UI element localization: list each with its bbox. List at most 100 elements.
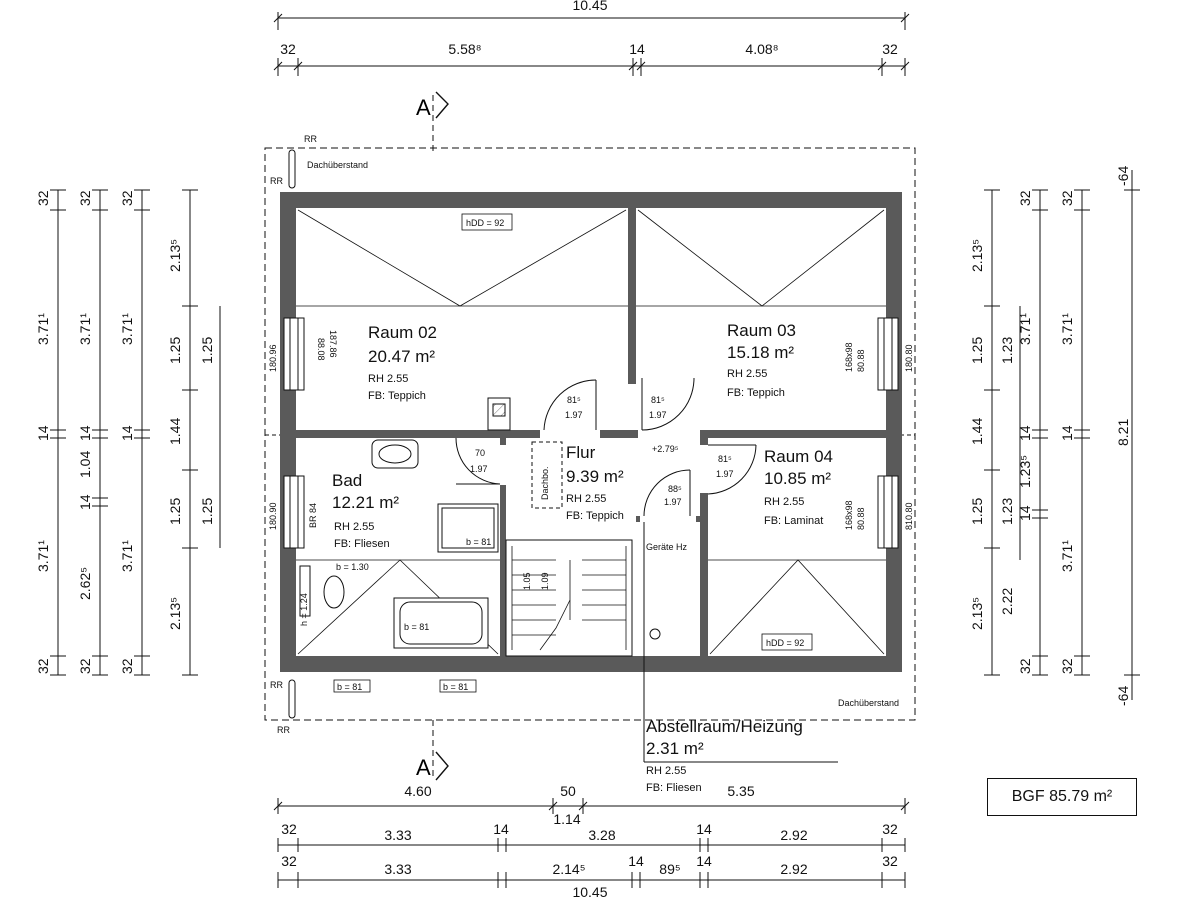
svg-text:FB: Teppich: FB: Teppich xyxy=(368,390,426,402)
svg-text:70: 70 xyxy=(475,448,485,458)
bathroom-fixtures xyxy=(299,397,661,649)
top-dim-2: 5.58⁸ xyxy=(448,41,481,57)
svg-text:14: 14 xyxy=(119,425,135,441)
room-abstellraum: Abstellraum/Heizung 2.31 m² RH 2.55 FB: … xyxy=(643,522,838,794)
bottom-dim-50: 50 xyxy=(560,783,576,799)
svg-text:BR 84: BR 84 xyxy=(308,503,318,528)
bottom-dim-114: 1.14 xyxy=(553,811,580,827)
svg-text:3.71¹: 3.71¹ xyxy=(119,313,135,345)
rr-label-1: RR xyxy=(304,134,317,144)
svg-text:b = 81: b = 81 xyxy=(466,537,491,547)
svg-text:A: A xyxy=(416,95,431,120)
svg-text:Dachbo.: Dachbo. xyxy=(540,466,550,500)
svg-text:b = 81: b = 81 xyxy=(404,622,429,632)
doors xyxy=(455,377,757,517)
svg-text:81⁵: 81⁵ xyxy=(567,395,581,405)
b2-dim-3: 14 xyxy=(493,821,509,837)
b3-dim-5: 89⁵ xyxy=(659,861,680,877)
svg-text:RH 2.55: RH 2.55 xyxy=(566,493,606,505)
svg-text:180.80: 180.80 xyxy=(904,344,914,372)
b2-dim-2: 3.33 xyxy=(384,827,411,843)
svg-text:Flur: Flur xyxy=(566,443,596,462)
top-total-dim: 10.45 xyxy=(572,0,607,13)
rr-label-2: RR xyxy=(270,176,283,186)
stair-well xyxy=(505,539,633,657)
plan-annotations: hDD = 92 hDD = 92 81⁵ 1.97 81⁵ 1.97 70 1… xyxy=(268,213,914,693)
svg-text:b = 81: b = 81 xyxy=(443,682,468,692)
windows xyxy=(283,317,899,549)
bottom-dim-535: 5.35 xyxy=(727,783,754,799)
svg-text:1.23: 1.23 xyxy=(999,337,1015,364)
overhang-label-top: Dachüberstand xyxy=(307,160,368,170)
roof-overhang-outline xyxy=(264,147,916,721)
svg-text:FB: Laminat: FB: Laminat xyxy=(764,515,823,527)
svg-text:3.71¹: 3.71¹ xyxy=(119,540,135,572)
svg-text:14: 14 xyxy=(77,425,93,441)
svg-text:1.23⁵: 1.23⁵ xyxy=(1017,455,1033,488)
downpipes xyxy=(288,149,296,719)
svg-text:14: 14 xyxy=(1059,425,1075,441)
svg-text:1.97: 1.97 xyxy=(664,497,682,507)
svg-text:1.44: 1.44 xyxy=(167,418,183,445)
svg-text:32: 32 xyxy=(77,190,93,206)
svg-text:81⁵: 81⁵ xyxy=(718,454,732,464)
top-dim-1: 32 xyxy=(280,41,296,57)
svg-text:3.71¹: 3.71¹ xyxy=(77,313,93,345)
svg-text:180.96: 180.96 xyxy=(268,344,278,372)
svg-text:-64: -64 xyxy=(1115,686,1131,706)
svg-text:Abstellraum/Heizung: Abstellraum/Heizung xyxy=(646,717,803,736)
b2-dim-5: 14 xyxy=(696,821,712,837)
svg-text:RH 2.55: RH 2.55 xyxy=(764,496,804,508)
section-marker-bottom: A xyxy=(416,720,449,781)
svg-text:3.71¹: 3.71¹ xyxy=(1059,313,1075,345)
b3-dim-4: 14 xyxy=(628,853,644,869)
svg-text:180.90: 180.90 xyxy=(268,502,278,530)
svg-text:RH 2.55: RH 2.55 xyxy=(368,373,408,385)
svg-text:FB: Fliesen: FB: Fliesen xyxy=(646,782,702,794)
room-raum02: Raum 02 20.47 m² RH 2.55 FB: Teppich xyxy=(368,323,437,402)
svg-text:FB: Teppich: FB: Teppich xyxy=(566,510,624,522)
svg-text:1.25: 1.25 xyxy=(969,337,985,364)
svg-text:Raum 03: Raum 03 xyxy=(727,321,796,340)
b3-dim-1: 32 xyxy=(281,853,297,869)
svg-text:1.09: 1.09 xyxy=(540,572,550,590)
svg-text:32: 32 xyxy=(1017,658,1033,674)
b2-dim-1: 32 xyxy=(281,821,297,837)
svg-text:1.97: 1.97 xyxy=(470,464,488,474)
svg-text:1.25: 1.25 xyxy=(167,337,183,364)
svg-text:1.97: 1.97 xyxy=(716,469,734,479)
walls xyxy=(280,192,902,672)
rr-label-4: RR xyxy=(277,725,290,735)
right-dim-labels: 2.13⁵ 1.25 1.44 1.25 2.13⁵ 1.23 1.23 2.2… xyxy=(969,166,1131,706)
svg-text:1.23: 1.23 xyxy=(999,498,1015,525)
svg-text:b = 81: b = 81 xyxy=(337,682,362,692)
svg-text:88.08: 88.08 xyxy=(316,338,326,361)
svg-text:80.88: 80.88 xyxy=(856,507,866,530)
room-raum04: Raum 04 10.85 m² RH 2.55 FB: Laminat xyxy=(764,447,833,527)
svg-text:2.31 m²: 2.31 m² xyxy=(646,739,704,758)
svg-text:168x98: 168x98 xyxy=(844,500,854,530)
svg-text:9.39 m²: 9.39 m² xyxy=(566,467,624,486)
svg-text:20.47 m²: 20.47 m² xyxy=(368,347,435,366)
left-dim-labels: 32 3.71¹ 14 3.71¹ 32 32 3.71¹ 14 1.04 14… xyxy=(35,190,215,674)
svg-text:h = 1.24: h = 1.24 xyxy=(299,593,309,626)
svg-text:81⁵: 81⁵ xyxy=(651,395,665,405)
svg-text:Raum 02: Raum 02 xyxy=(368,323,437,342)
svg-text:-64: -64 xyxy=(1115,166,1131,186)
overhang-label-bottom: Dachüberstand xyxy=(838,698,899,708)
section-marker-top: A xyxy=(416,91,449,155)
rr-label-3: RR xyxy=(270,680,283,690)
svg-text:1.25: 1.25 xyxy=(199,498,215,525)
svg-text:32: 32 xyxy=(1017,190,1033,206)
svg-text:RH 2.55: RH 2.55 xyxy=(334,521,374,533)
svg-text:2.13⁵: 2.13⁵ xyxy=(969,239,985,272)
b2-dim-7: 32 xyxy=(882,821,898,837)
svg-text:80.88: 80.88 xyxy=(856,349,866,372)
right-dimension-chains xyxy=(984,170,1140,700)
svg-text:10.85 m²: 10.85 m² xyxy=(764,469,831,488)
left-dimension-chains xyxy=(50,189,221,676)
svg-text:32: 32 xyxy=(119,190,135,206)
room-raum03: Raum 03 15.18 m² RH 2.55 FB: Teppich xyxy=(727,321,796,399)
svg-text:Bad: Bad xyxy=(332,471,362,490)
